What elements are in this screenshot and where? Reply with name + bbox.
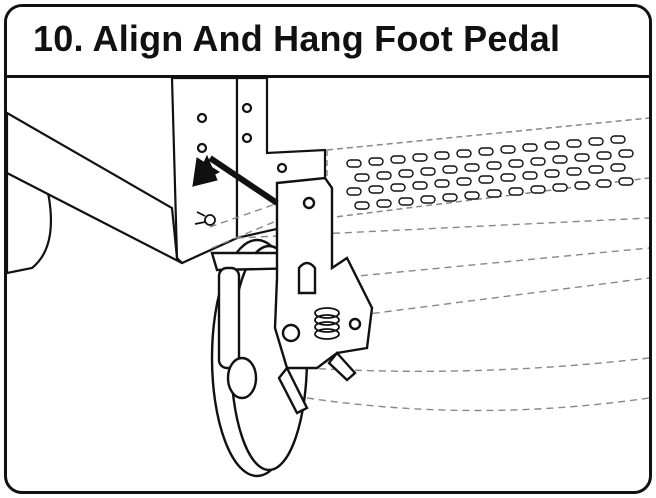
perforations xyxy=(346,135,634,210)
align-arrow-icon xyxy=(192,154,279,206)
pedal-bracket xyxy=(273,176,374,415)
screw-icon xyxy=(194,211,216,226)
instruction-panel: 10. Align And Hang Foot Pedal xyxy=(4,4,652,494)
rail-lines xyxy=(206,192,649,412)
step-header: 10. Align And Hang Foot Pedal xyxy=(7,7,649,78)
foot-pedal-illustration xyxy=(7,78,649,478)
step-title: 10. Align And Hang Foot Pedal xyxy=(33,18,561,59)
